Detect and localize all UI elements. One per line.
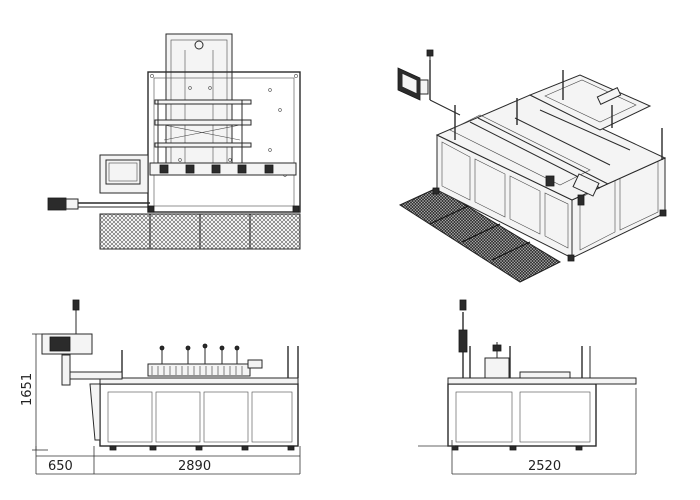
dimension-height: 1651 bbox=[20, 333, 48, 451]
dimension-width: 2520 bbox=[418, 388, 637, 475]
side-beacon bbox=[459, 299, 467, 311]
body-bolts bbox=[150, 74, 298, 210]
offset-label: 650 bbox=[48, 459, 73, 474]
side-elevation: 2520 bbox=[418, 299, 637, 475]
width-label: 2520 bbox=[528, 459, 561, 474]
cross-rail bbox=[149, 162, 297, 176]
isometric-view bbox=[397, 49, 667, 283]
front-body bbox=[99, 383, 299, 447]
machine-body bbox=[147, 71, 301, 213]
side-top-rail bbox=[447, 377, 637, 385]
top-view bbox=[47, 33, 301, 250]
length-label: 2890 bbox=[178, 459, 211, 474]
front-elevation: 1651 650 2890 bbox=[20, 299, 301, 475]
front-feed-arm bbox=[61, 371, 123, 380]
iso-beacon bbox=[426, 49, 434, 57]
signal-lamp bbox=[47, 197, 67, 211]
front-comb-unit bbox=[147, 363, 251, 377]
side-mechanism bbox=[484, 357, 510, 379]
front-beacon bbox=[72, 299, 80, 311]
dimension-length: 650 2890 bbox=[35, 446, 301, 475]
side-body bbox=[447, 383, 597, 447]
side-control-panel bbox=[458, 329, 468, 353]
iso-floor-grating bbox=[398, 187, 562, 283]
control-screen bbox=[105, 159, 141, 185]
height-label: 1651 bbox=[20, 373, 35, 406]
front-rods bbox=[159, 343, 240, 364]
frame-bolt bbox=[194, 40, 204, 50]
iso-top-deck bbox=[435, 94, 667, 201]
